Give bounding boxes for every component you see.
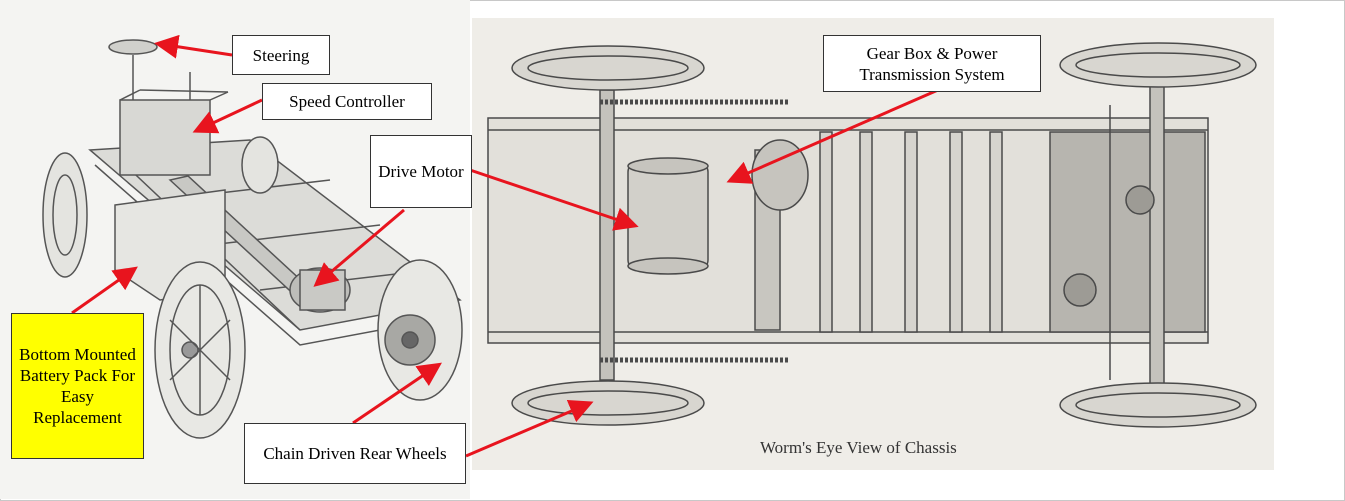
underside-chassis — [487, 42, 1257, 428]
chain-drive-label: Chain Driven Rear Wheels — [244, 423, 466, 484]
battery-pack-label: Bottom Mounted Battery Pack For Easy Rep… — [11, 313, 144, 459]
arrow-drive-motor — [313, 208, 405, 287]
steering-label: Steering — [232, 35, 330, 75]
arrow-chain-left — [352, 362, 442, 425]
arrow-drive-motor-right — [469, 168, 639, 231]
arrow-battery — [71, 266, 138, 315]
arrow-speed-controller — [192, 98, 263, 134]
speed-controller-label: Speed Controller — [262, 83, 432, 120]
pointer-arrows — [71, 34, 939, 458]
arrow-steering — [154, 34, 233, 59]
arrow-chain-right — [465, 400, 594, 458]
arrow-gear-box — [726, 88, 939, 184]
figure-caption: Worm's Eye View of Chassis — [760, 438, 957, 457]
drive-motor-label: Drive Motor — [370, 135, 472, 208]
side-view-chassis — [42, 39, 463, 439]
gear-box-label: Gear Box & Power Transmission System — [823, 35, 1041, 92]
